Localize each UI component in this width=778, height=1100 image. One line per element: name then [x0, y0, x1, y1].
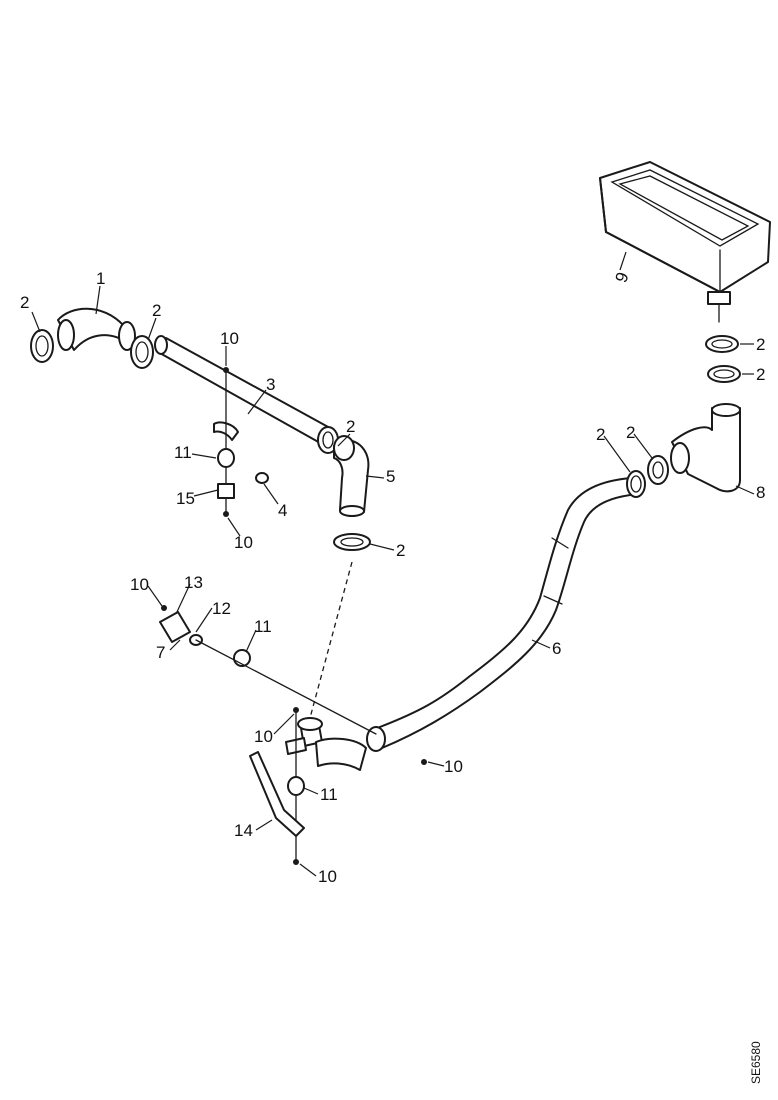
part-14-strap: [249, 751, 305, 837]
callout-10: 10: [444, 757, 463, 776]
callout-15: 15: [176, 489, 195, 508]
part-3-pipe: [154, 335, 331, 445]
bracket-group-left: [159, 605, 377, 735]
callout-labels: 1 2 2 10 3 2 5 11 15 4 10 2 9 2 2 2 2 8 …: [20, 269, 765, 886]
callout-3: 3: [266, 375, 275, 394]
callout-2: 2: [346, 417, 355, 436]
part-8-elbow: [670, 403, 741, 493]
callout-10: 10: [130, 575, 149, 594]
part-5-elbow: [333, 435, 370, 517]
callout-7: 7: [156, 643, 165, 662]
callout-2: 2: [396, 541, 405, 560]
hose-clamp: [705, 335, 739, 353]
callout-4: 4: [278, 501, 287, 520]
callout-2: 2: [626, 423, 635, 442]
fastener-stack-upper: [217, 367, 269, 517]
callout-2: 2: [20, 293, 29, 312]
callout-12: 12: [212, 599, 231, 618]
drawing-reference-code: SE6580: [749, 1041, 763, 1084]
hose-clamp: [626, 470, 646, 498]
leader-lines: [31, 251, 755, 877]
callout-13: 13: [184, 573, 203, 592]
callout-2: 2: [596, 425, 605, 444]
callout-5: 5: [386, 467, 395, 486]
callout-1: 1: [96, 269, 105, 288]
hose-clamp: [333, 533, 371, 551]
part-9-tank: [599, 161, 771, 323]
callout-10: 10: [254, 727, 273, 746]
callout-10: 10: [234, 533, 253, 552]
part-6-long-hose: [366, 477, 641, 752]
callout-2: 2: [756, 335, 765, 354]
callout-11: 11: [320, 785, 338, 804]
callout-10: 10: [318, 867, 337, 886]
hose-clamp: [647, 455, 669, 485]
callout-14: 14: [234, 821, 253, 840]
callout-2: 2: [152, 301, 161, 320]
callout-9: 9: [611, 270, 632, 285]
hose-clamp: [30, 329, 54, 363]
callout-6: 6: [552, 639, 561, 658]
callout-11: 11: [254, 617, 272, 636]
callout-8: 8: [756, 483, 765, 502]
callout-10: 10: [220, 329, 239, 348]
lower-connector: [285, 707, 427, 865]
hose-clamp: [130, 335, 154, 369]
callout-11: 11: [174, 443, 192, 462]
callout-2: 2: [756, 365, 765, 384]
assembly-line: [309, 561, 353, 719]
part-1-elbow-hose: [57, 307, 136, 351]
hose-clamp: [707, 365, 741, 383]
